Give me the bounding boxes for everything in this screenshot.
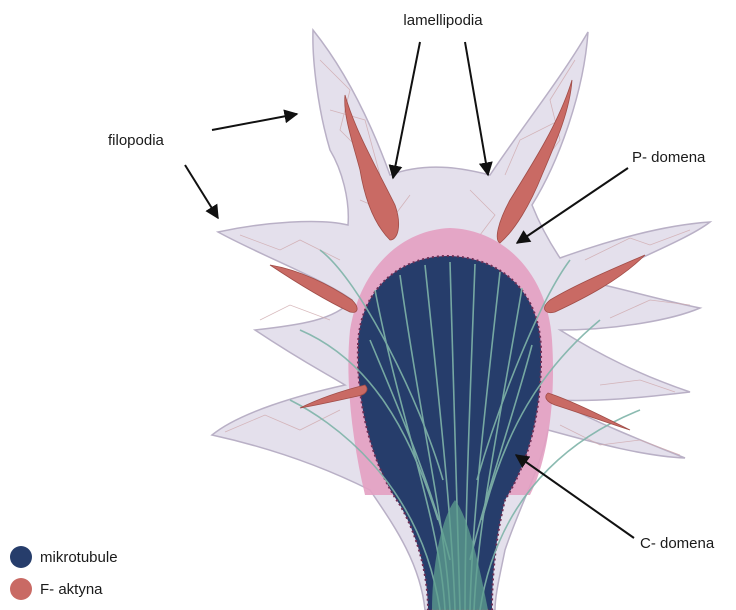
label-filopodia: filopodia xyxy=(108,132,165,149)
legend-label-f-aktyna: F- aktyna xyxy=(40,581,103,598)
legend: mikrotubule F- aktyna xyxy=(10,544,118,608)
arrow-lamellipodia-right xyxy=(465,42,488,175)
legend-item-f-aktyna: F- aktyna xyxy=(10,576,118,602)
legend-swatch-mikrotubule xyxy=(10,546,32,568)
arrow-filopodia-upper xyxy=(212,114,297,130)
label-p-domena: P- domena xyxy=(632,149,706,166)
label-lamellipodia: lamellipodia xyxy=(403,12,483,29)
arrow-c-domena xyxy=(516,455,634,538)
arrow-lamellipodia-left xyxy=(393,42,420,178)
legend-swatch-f-aktyna xyxy=(10,578,32,600)
arrow-filopodia-lower xyxy=(185,165,218,218)
label-c-domena: C- domena xyxy=(640,535,715,552)
legend-item-mikrotubule: mikrotubule xyxy=(10,544,118,570)
legend-label-mikrotubule: mikrotubule xyxy=(40,549,118,566)
